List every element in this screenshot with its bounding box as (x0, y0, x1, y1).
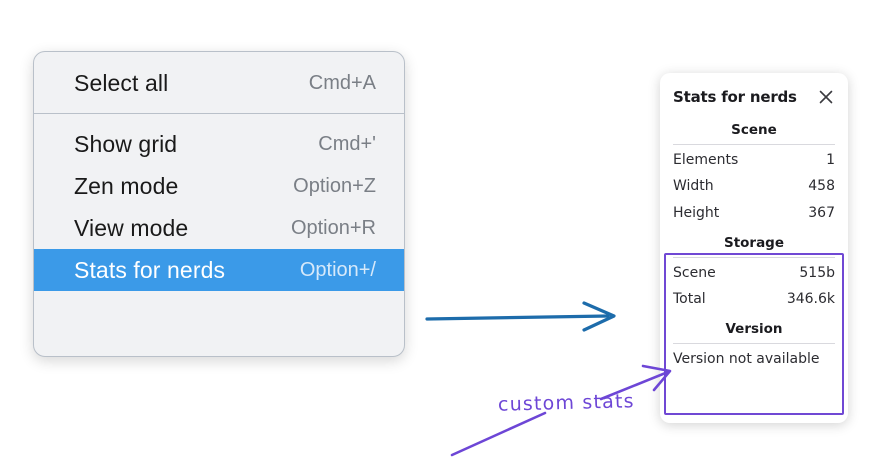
section-title: Version (725, 321, 783, 338)
stat-key: Elements (673, 152, 739, 168)
menu-item-show-grid[interactable]: Show grid Cmd+' (34, 123, 404, 165)
stats-for-nerds-panel: Stats for nerds Scene Elements 1 Width 4… (660, 73, 848, 423)
menu-group-primary: Select all Cmd+A (34, 52, 404, 113)
menu-item-label: Zen mode (74, 172, 179, 199)
stat-value: 515b (799, 264, 835, 281)
stat-key: Scene (673, 264, 716, 281)
menu-item-label: Show grid (74, 130, 178, 157)
section-divider (673, 144, 835, 145)
menu-group-secondary: Show grid Cmd+' Zen mode Option+Z View m… (34, 114, 404, 315)
menu-item-shortcut: Cmd+' (318, 132, 376, 155)
stat-value: 346.6k (786, 291, 835, 308)
stats-section-scene: Scene Elements 1 Width 458 Height 367 (673, 113, 835, 226)
section-divider (673, 343, 835, 345)
stats-section-version: Version Version not available (673, 312, 835, 370)
menu-item-label: View mode (74, 214, 189, 241)
menu-item-shortcut: Cmd+A (308, 71, 376, 94)
menu-item-shortcut: Option+R (290, 216, 376, 239)
stat-key: Total (673, 291, 706, 308)
menu-footer-spacer (34, 291, 404, 315)
stats-section-storage: Storage Scene 515b Total 346.6k (673, 226, 835, 313)
menu-item-label: Stats for nerds (74, 256, 226, 283)
context-menu: Select all Cmd+A Show grid Cmd+' Zen mod… (33, 51, 405, 357)
menu-item-shortcut: Option+Z (293, 174, 376, 197)
stat-row: Total 346.6k (673, 286, 835, 312)
menu-separator (34, 113, 404, 114)
menu-item-shortcut: Option+/ (299, 258, 376, 281)
stat-row: Width 458 (673, 173, 835, 199)
menu-item-stats-for-nerds[interactable]: Stats for nerds Option+/ (34, 249, 404, 291)
stats-panel-header: Stats for nerds (673, 73, 835, 113)
menu-item-select-all[interactable]: Select all Cmd+A (34, 62, 404, 104)
stats-panel-title: Stats for nerds (673, 88, 797, 106)
blue-arrow-annotation (425, 301, 616, 332)
stat-value: 367 (808, 204, 835, 221)
section-title: Storage (723, 234, 785, 251)
close-icon[interactable] (817, 88, 835, 106)
handwritten-note: custom stats (497, 390, 636, 416)
stat-row: Elements 1 (673, 147, 835, 173)
version-status-text: Version not available (673, 351, 820, 368)
menu-item-zen-mode[interactable]: Zen mode Option+Z (34, 165, 404, 207)
stat-value: 1 (826, 152, 835, 168)
stat-row: Height 367 (673, 200, 835, 226)
stat-key: Height (673, 204, 720, 221)
section-divider (673, 256, 835, 258)
stat-key: Width (673, 178, 714, 195)
menu-item-label: Select all (74, 69, 169, 96)
section-title: Scene (731, 122, 777, 138)
stat-row: Scene 515b (673, 260, 835, 286)
stat-value: 458 (808, 178, 835, 195)
menu-item-view-mode[interactable]: View mode Option+R (34, 207, 404, 249)
purple-lead-line-annotation (450, 411, 547, 457)
